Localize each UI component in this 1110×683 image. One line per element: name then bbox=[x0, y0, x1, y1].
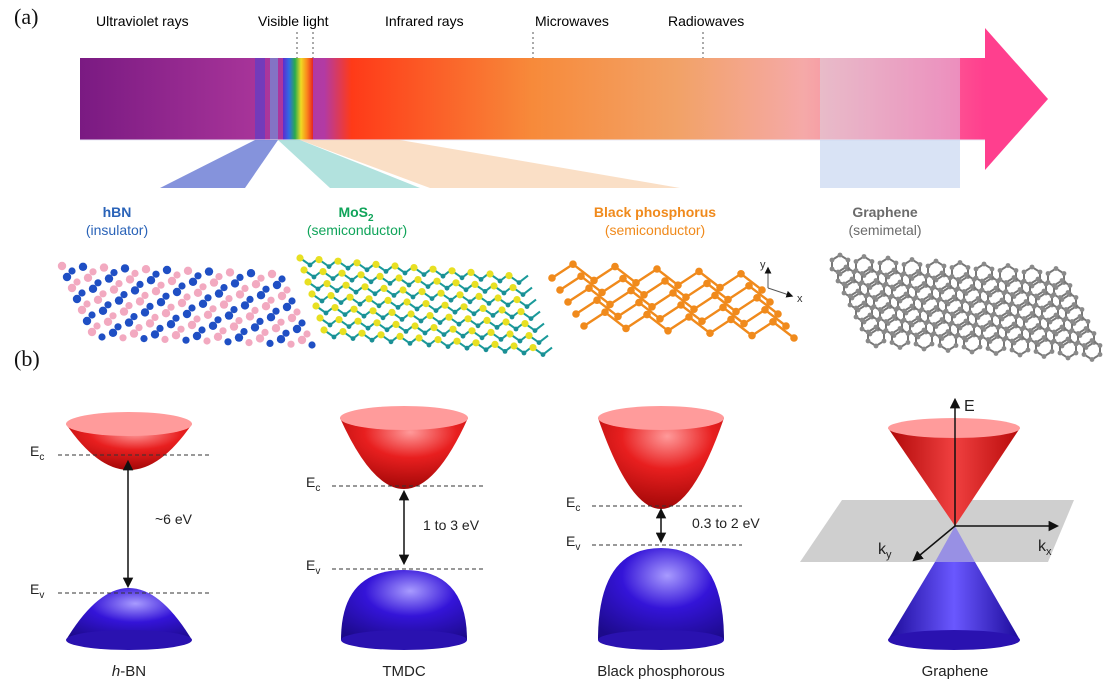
material-type: (semimetal) bbox=[848, 222, 921, 238]
band-diagram-caption: h-BN bbox=[112, 663, 146, 680]
mos2-lattice bbox=[296, 254, 553, 357]
band-diagram-caption: TMDC bbox=[382, 663, 425, 680]
bandgap-label: 1 to 3 eV bbox=[423, 517, 480, 533]
band-diagram-caption: Black phosphorous bbox=[597, 663, 725, 680]
conduction-level-label: Ec bbox=[566, 494, 580, 514]
energy-axis-label: E bbox=[964, 398, 975, 415]
conduction-band bbox=[340, 418, 468, 489]
bandgap-label: ~6 eV bbox=[155, 511, 193, 527]
material-mos2: MoS2 (semiconductor) bbox=[307, 204, 407, 238]
conduction-level-label: Ec bbox=[306, 474, 320, 494]
band-label-microwaves: Microwaves bbox=[535, 13, 609, 29]
band-diagram-hbn: Ec Ev ~6 eV h-BN bbox=[30, 412, 210, 680]
band-diagram-tmdc: Ec Ev 1 to 3 eV TMDC bbox=[306, 406, 486, 680]
axis-y-label: y bbox=[760, 259, 766, 271]
material-name-subscript: 2 bbox=[368, 213, 374, 224]
conduction-cone bbox=[888, 428, 1020, 526]
material-type: (insulator) bbox=[86, 222, 148, 238]
valence-level-label: Ev bbox=[30, 581, 44, 601]
material-graphene: Graphene (semimetal) bbox=[848, 204, 921, 238]
material-type: (semiconductor) bbox=[307, 222, 407, 238]
hbn-lattice bbox=[57, 261, 316, 349]
structure-axes: y x bbox=[760, 259, 803, 305]
svg-text:MoS2: MoS2 bbox=[338, 204, 374, 224]
material-name: Graphene bbox=[852, 204, 918, 220]
bandgap-label: 0.3 to 2 eV bbox=[692, 515, 760, 531]
ky-axis-label: ky bbox=[878, 541, 892, 561]
conduction-level-label: Ec bbox=[30, 443, 44, 463]
band-diagram-caption: Graphene bbox=[922, 663, 989, 680]
graphene-lattice bbox=[829, 252, 1103, 362]
material-hbn: hBN (insulator) bbox=[86, 204, 148, 238]
material-name: MoS bbox=[338, 204, 368, 220]
valence-cone bbox=[888, 562, 1020, 640]
material-type: (semiconductor) bbox=[605, 222, 705, 238]
band-label-radiowaves: Radiowaves bbox=[668, 13, 744, 29]
panel-label-a: (a) bbox=[14, 4, 38, 29]
conduction-band bbox=[66, 424, 192, 470]
band-label-ultraviolet: Ultraviolet rays bbox=[96, 13, 189, 29]
valence-band bbox=[341, 570, 467, 640]
panel-label-b: (b) bbox=[14, 346, 40, 371]
material-black-phosphorus: Black phosphorus (semiconductor) bbox=[594, 204, 716, 238]
black-phosphorus-lattice bbox=[548, 260, 798, 342]
band-label-visible: Visible light bbox=[258, 13, 329, 29]
spectrum-arrow bbox=[80, 28, 1048, 170]
projection-wedges bbox=[160, 140, 960, 188]
conduction-band bbox=[598, 418, 724, 509]
valence-cone-upper bbox=[935, 526, 975, 562]
energy-plane bbox=[800, 500, 1074, 562]
valence-level-label: Ev bbox=[306, 557, 320, 577]
band-diagram-graphene: E kx ky Graphene bbox=[800, 397, 1074, 680]
valence-band bbox=[66, 588, 192, 640]
band-dividers bbox=[296, 32, 704, 58]
material-name: Black phosphorus bbox=[594, 204, 716, 220]
valence-band bbox=[598, 548, 724, 640]
valence-level-label: Ev bbox=[566, 533, 580, 553]
material-name: hBN bbox=[103, 204, 132, 220]
axis-x-label: x bbox=[797, 293, 803, 305]
band-diagram-black-phosphorous: Ec Ev 0.3 to 2 eV Black phosphorous bbox=[566, 406, 760, 680]
band-label-infrared: Infrared rays bbox=[385, 13, 464, 29]
kx-axis-label: kx bbox=[1038, 538, 1052, 558]
